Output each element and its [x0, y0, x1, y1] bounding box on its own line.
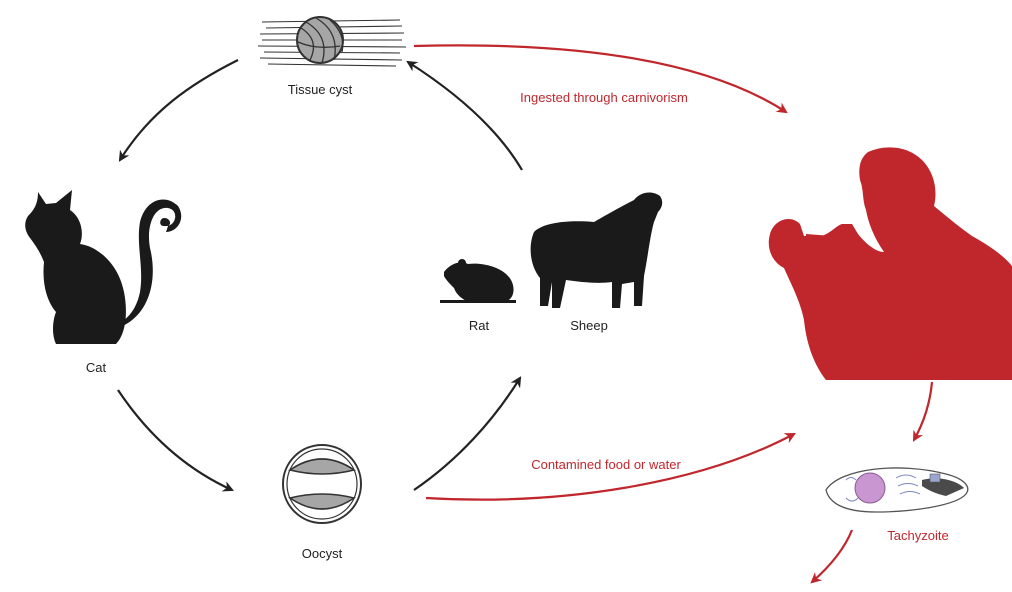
rat-silhouette-icon	[440, 259, 516, 303]
tissue-cyst-icon	[258, 17, 406, 66]
human-label: Human	[905, 350, 947, 366]
cat-silhouette-icon	[25, 190, 181, 344]
sheep-silhouette-icon	[531, 193, 663, 308]
arrow-human-to-tachyzoite	[914, 382, 932, 440]
sheep-label: Sheep	[570, 318, 608, 334]
human-eating-silhouette-icon	[769, 147, 1012, 380]
ingested-carnivorism-label: Ingested through carnivorism	[520, 90, 688, 106]
arrow-tachyzoite-out	[812, 530, 852, 582]
arrow-tissue-cyst-to-cat	[120, 60, 238, 160]
rat-label: Rat	[469, 318, 489, 334]
arrow-oocyst-to-rat-sheep	[414, 378, 520, 490]
contaminated-food-water-label: Contamined food or water	[531, 457, 681, 473]
tachyzoite-icon	[826, 468, 968, 512]
oocyst-icon	[283, 445, 361, 523]
cat-label: Cat	[86, 360, 106, 376]
arrow-sheep-to-tissue-cyst	[408, 62, 522, 170]
tissue-cyst-label: Tissue cyst	[288, 82, 353, 98]
oocyst-label: Oocyst	[302, 546, 342, 562]
tachyzoite-label: Tachyzoite	[887, 528, 948, 544]
arrow-cat-to-oocyst	[118, 390, 232, 490]
